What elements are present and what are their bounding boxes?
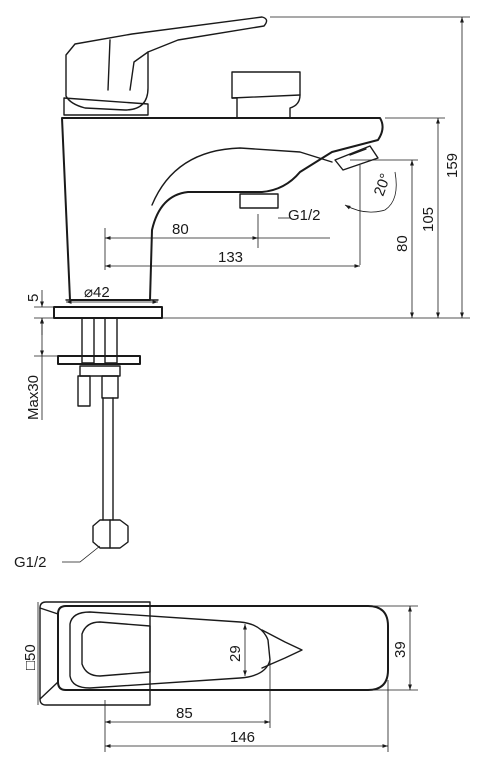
cartridge-cap — [63, 97, 149, 116]
hose-fitting — [101, 375, 119, 399]
base-flange — [53, 306, 163, 319]
shower-outlet-line — [349, 148, 367, 156]
dim-133-label: 133 — [218, 249, 243, 266]
lever-handle-inner — [107, 39, 149, 91]
dim-29-label: 29 — [227, 645, 244, 662]
spout-outline — [151, 147, 333, 206]
fixing-plate — [57, 355, 141, 365]
hose-thread-label: G1/2 — [14, 554, 47, 571]
spout-thread-label: G1/2 — [288, 207, 321, 224]
dim-159-label: 159 — [444, 153, 461, 178]
dim-85-label: 85 — [176, 705, 193, 722]
shower-outlet — [334, 145, 379, 171]
top-side-bracket — [39, 607, 59, 700]
angle-arc-arrow — [344, 204, 386, 213]
top-lever-tip — [261, 629, 303, 669]
fixing-nut — [79, 365, 121, 377]
top-view: □50 29 39 85 146 — [22, 601, 418, 752]
dim-sq50-label: □50 — [22, 644, 39, 670]
dim-max30-label: Max30 — [25, 375, 42, 420]
dim-80h-label: 80 — [172, 221, 189, 238]
threaded-rod — [77, 375, 91, 407]
hose-thread-leader — [62, 545, 101, 563]
top-lever-inner — [81, 621, 151, 677]
aerator — [239, 193, 279, 209]
dim-105-label: 105 — [420, 207, 437, 232]
side-view: G1/2 159 105 80 20° G1/2 80 133 — [14, 16, 470, 571]
diverter-knob-line — [231, 94, 301, 99]
hose-nut — [92, 519, 129, 549]
flexible-hose — [102, 397, 114, 521]
dim-80v-label: 80 — [394, 235, 411, 252]
angle-arc — [384, 171, 397, 211]
top-base-square — [39, 601, 151, 706]
dim-5-label: 5 — [25, 294, 42, 302]
dim-39-label: 39 — [392, 641, 409, 658]
dim-phi42-label: ⌀42 — [84, 284, 110, 301]
dim-146-label: 146 — [230, 729, 255, 746]
angle-label: 20° — [371, 171, 395, 198]
faucet-body — [61, 117, 384, 301]
lever-handle — [65, 16, 268, 111]
top-body-outline — [57, 605, 389, 691]
